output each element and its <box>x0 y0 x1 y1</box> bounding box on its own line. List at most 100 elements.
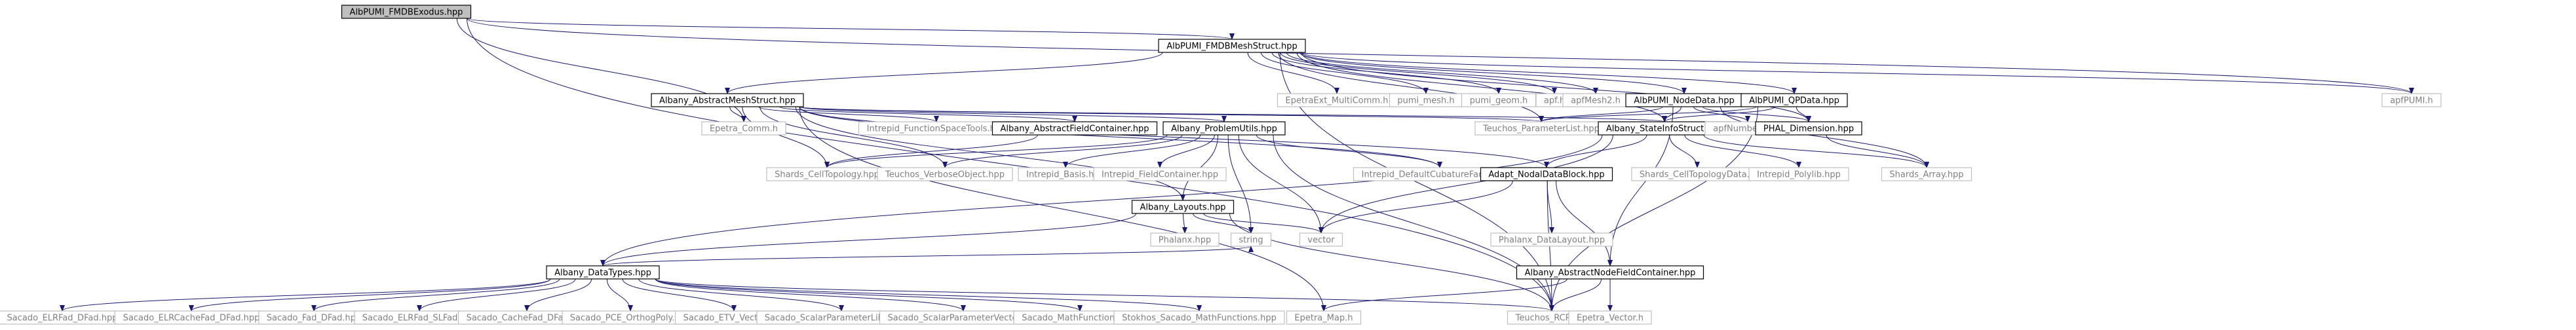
graph-node[interactable]: AlbPUMI_FMDBExodus.hpp <box>341 5 472 19</box>
node-label: Stokhos_Sacado_MathFunctions.hpp <box>1122 314 1277 323</box>
dependency-edge <box>1556 180 1613 266</box>
dependency-edge <box>1299 52 1687 94</box>
dependency-edge <box>1318 134 1613 234</box>
graph-node[interactable]: Albany_DataTypes.hpp <box>546 265 660 280</box>
graph-node: Stokhos_Sacado_MathFunctions.hpp <box>1113 310 1285 325</box>
graph-node[interactable]: Albany_Layouts.hpp <box>1131 200 1235 214</box>
dependency-edge <box>1662 106 1775 122</box>
dependency-edge <box>742 106 830 168</box>
node-label: Shards_CellTopology.hpp <box>775 170 879 180</box>
graph-node: Epetra_Comm.h <box>701 121 786 136</box>
dependency-edge <box>824 134 1168 168</box>
node-box <box>546 265 660 280</box>
node-label: Intrepid_FieldContainer.hpp <box>1102 170 1218 180</box>
node-label: Shards_Array.hpp <box>1889 170 1963 180</box>
node-label: AlbPUMI_FMDBMeshStruct.hpp <box>1166 42 1298 52</box>
node-box <box>877 167 1013 181</box>
graph-node: Epetra_Map.h <box>1286 310 1362 325</box>
node-box <box>1881 167 1972 181</box>
dependency-edge <box>795 106 1185 201</box>
graph-node: Intrepid_Basis.hpp <box>1018 167 1113 181</box>
node-label: string <box>1239 236 1263 246</box>
graph-node: Sacado_Fad_DFad.hpp <box>258 310 370 325</box>
graph-node[interactable]: AlbPUMI_FMDBMeshStruct.hpp <box>1158 39 1306 53</box>
graph-node[interactable]: Albany_ProblemUtils.hpp <box>1163 121 1286 136</box>
graph-node[interactable]: Albany_StateInfoStruct.hpp <box>1598 121 1731 136</box>
graph-node[interactable]: Albany_AbstractMeshStruct.hpp <box>651 93 804 107</box>
dependency-edge <box>638 278 844 312</box>
dependency-edge <box>1271 52 1501 94</box>
graph-node: pumi_mesh.h <box>1389 93 1463 107</box>
graph-node: pumi_geom.h <box>1461 93 1537 107</box>
dependency-edge <box>655 278 1554 312</box>
dependency-edge <box>824 134 1038 168</box>
dependency-edge <box>1301 52 1811 122</box>
node-box <box>701 121 786 136</box>
node-label: apfPUMI.h <box>2390 96 2433 106</box>
node-label: EpetraExt_MultiComm.h <box>1286 96 1389 106</box>
node-box <box>1480 167 1613 181</box>
dependency-edge <box>1182 213 1187 234</box>
node-label: Intrepid_Basis.hpp <box>1026 170 1105 180</box>
nodes-layer: AlbPUMI_FMDBExodus.hppAlbPUMI_FMDBMeshSt… <box>0 5 2442 325</box>
node-box <box>1740 93 1848 107</box>
graph-node: Sacado_ScalarParameterVector.hpp <box>879 310 1048 325</box>
dependency-edge <box>779 106 1077 122</box>
graph-node: vector <box>1299 232 1343 247</box>
graph-node: Shards_CellTopology.hpp <box>766 167 888 181</box>
dependency-edge <box>1684 134 1801 168</box>
dependency-edge <box>602 246 1254 266</box>
dependency-edge <box>1318 180 1513 234</box>
graph-node[interactable]: Albany_AbstractNodeFieldContainer.hpp <box>1516 265 1704 280</box>
graph-node[interactable]: Albany_AbstractFieldContainer.hpp <box>991 121 1158 136</box>
dependency-edge <box>1826 134 1929 168</box>
node-box <box>1286 310 1362 325</box>
dependency-edge <box>655 278 1202 312</box>
dependency-edge <box>1278 52 1544 122</box>
node-label: Albany_AbstractNodeFieldContainer.hpp <box>1525 268 1696 278</box>
node-label: Albany_DataTypes.hpp <box>554 268 651 278</box>
node-box <box>1113 310 1285 325</box>
node-box <box>651 93 804 107</box>
graph-node[interactable]: AlbPUMI_NodeData.hpp <box>1625 93 1743 107</box>
node-label: Albany_AbstractFieldContainer.hpp <box>1001 124 1149 134</box>
dependency-edge <box>1321 278 1567 312</box>
node-label: Epetra_Map.h <box>1294 314 1353 323</box>
graph-node: Intrepid_FieldContainer.hpp <box>1093 167 1227 181</box>
graph-node[interactable]: AlbPUMI_QPData.hpp <box>1740 93 1848 107</box>
dependency-edge <box>467 18 1554 312</box>
node-label: Phalanx_DataLayout.hpp <box>1499 236 1605 246</box>
graph-node: Shards_Array.hpp <box>1881 167 1972 181</box>
graph-node: Sacado_ELRFad_DFad.hpp <box>0 310 126 325</box>
dependency-edge <box>1247 52 1339 94</box>
dependency-edge <box>600 213 1136 266</box>
graph-node: Sacado_ELRCacheFad_DFad.hpp <box>114 310 269 325</box>
dependency-edge <box>759 106 948 168</box>
node-label: Albany_ProblemUtils.hpp <box>1171 124 1277 134</box>
graph-node[interactable]: Adapt_NodalDataBlock.hpp <box>1480 167 1613 181</box>
node-label: Shards_CellTopologyData.h <box>1640 170 1755 180</box>
node-label: Adapt_NodalDataBlock.hpp <box>1488 170 1604 180</box>
node-label: Intrepid_FunctionSpaceTools.hpp <box>867 124 1007 134</box>
node-label: PHAL_Dimension.hpp <box>1763 124 1854 134</box>
node-label: Sacado_Fad_DFad.hpp <box>267 314 361 323</box>
dependency-edge <box>1203 213 1324 234</box>
dependency-edge <box>1301 52 1797 94</box>
graph-node: Intrepid_Polylib.hpp <box>1748 167 1849 181</box>
dependency-edge <box>60 278 551 312</box>
node-label: Albany_AbstractMeshStruct.hpp <box>659 96 796 106</box>
graph-node: Phalanx_DataLayout.hpp <box>1490 232 1613 247</box>
node-label: Sacado_PCE_OrthogPoly.hpp <box>570 314 691 323</box>
graph-node[interactable]: PHAL_Dimension.hpp <box>1755 121 1862 136</box>
node-label: Sacado_ELRFad_DFad.hpp <box>7 314 118 323</box>
dependency-edge <box>1703 134 1929 168</box>
node-box <box>1299 232 1343 247</box>
graph-node: Teuchos_VerboseObject.hpp <box>877 167 1013 181</box>
node-label: AlbPUMI_QPData.hpp <box>1749 96 1839 106</box>
graph-node: apfMesh2.h <box>1562 93 1629 107</box>
dependency-edge <box>655 278 1083 312</box>
dependency-edge <box>758 106 939 122</box>
node-label: pumi_geom.h <box>1470 96 1528 106</box>
dependency-edge <box>799 106 1666 122</box>
node-label: Sacado_ScalarParameterVector.hpp <box>887 314 1039 323</box>
